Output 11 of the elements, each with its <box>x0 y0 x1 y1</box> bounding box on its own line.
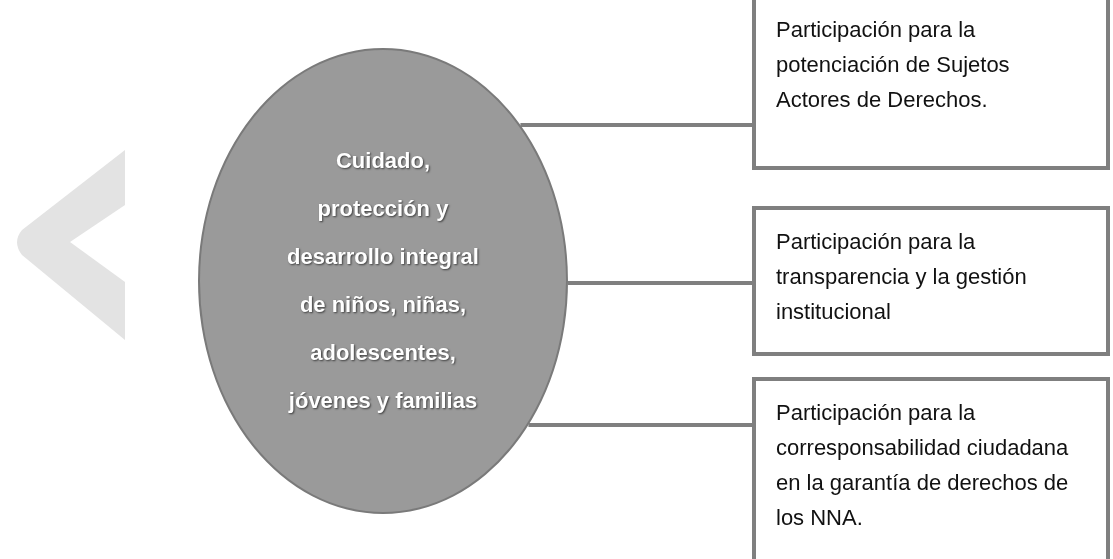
connector-line <box>568 281 752 285</box>
text-box <box>752 0 1110 170</box>
box-text: Participación para la corresponsabilidad ciudadana en la garantía de derechos de los NNA. <box>776 399 1070 532</box>
text-box <box>752 206 1110 356</box>
connector-line <box>528 423 752 427</box>
chevron-shape <box>17 150 125 340</box>
connector-line <box>520 123 752 127</box>
text-box <box>752 377 1110 559</box>
topic-text: Cuidado, protección y desarrollo integral de niños, niñas, adolescentes, jóvenes y familias <box>286 147 480 415</box>
box-text: Participación para la transparencia y la gestión institucional <box>776 228 1028 326</box>
box-text: Participación para la potenciación de Sujetos Actores de Derechos. <box>776 16 1011 114</box>
